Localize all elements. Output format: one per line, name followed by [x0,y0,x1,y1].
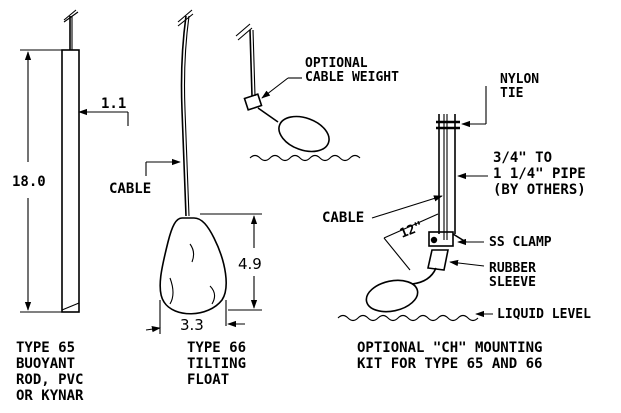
type65-rod-figure: 18.0 1.1 TYPE 65 BUOYANT ROD, PVC OR KYN… [12,9,129,404]
type66-caption-line2: TILTING [187,356,246,372]
type66-float-figure: CABLE 4.9 3.3 TYPE 66 TILTING FLOAT [109,9,262,388]
cable-weight-figure: OPTIONAL CABLE WEIGHT [235,23,399,162]
nylon-tie-label-line1: NYLON [500,72,539,87]
nylon-tie-label-line2: TIE [500,86,523,101]
pipe-label-line3: (BY OTHERS) [493,182,586,198]
liquid-level-label: LIQUID LEVEL [497,307,591,322]
type66-caption-line1: TYPE 66 [187,340,246,356]
float-width-dimension: 3.3 [180,316,204,334]
weighted-float [278,115,330,153]
cable-weight [243,93,263,111]
type66-caption-line3: FLOAT [187,372,229,388]
kit-caption-line1: OPTIONAL "CH" MOUNTING [357,340,542,356]
mounting-kit-figure: 12" CABLE NYLON TIE 3/4" TO 1 1/4" PIPE … [322,72,591,372]
kit-water-surface [337,314,479,322]
pipe-label-line1: 3/4" TO [493,150,552,166]
pipe-label-line2: 1 1/4" PIPE [493,166,586,182]
type65-caption-line4: OR KYNAR [16,388,84,404]
cable-weight-label-line2: CABLE WEIGHT [305,70,399,85]
sleeve-label-line2: SLEEVE [489,275,536,290]
cable-length-dimension-line [383,213,439,239]
rod-length-dimension: 18.0 [12,174,46,190]
tilting-float [159,217,227,315]
ss-clamp-label: SS CLAMP [489,235,552,250]
mounted-float [365,279,419,313]
weight-water-surface [249,154,361,162]
rod-diameter-dimension: 1.1 [101,96,126,112]
kit-cable-label: CABLE [322,210,364,226]
type65-caption-line2: BUOYANT [16,356,75,372]
sleeve-label-line1: RUBBER [489,261,536,276]
cable-break-symbol [63,9,79,23]
buoyant-rod [61,49,80,313]
type65-caption-line3: ROD, PVC [16,372,83,388]
float-cable-label: CABLE [109,181,151,197]
float-height-dimension: 4.9 [238,255,262,273]
rubber-sleeve [427,249,449,271]
weight-cable [249,29,253,97]
cable-weight-label-line1: OPTIONAL [305,56,368,71]
type65-caption-line1: TYPE 65 [16,340,75,356]
cable-length-dimension: 12" [398,219,425,242]
kit-caption-line2: KIT FOR TYPE 65 AND 66 [357,356,542,372]
ss-clamp [428,231,454,247]
float-cable [180,15,187,217]
width-dimension-line [145,326,161,333]
